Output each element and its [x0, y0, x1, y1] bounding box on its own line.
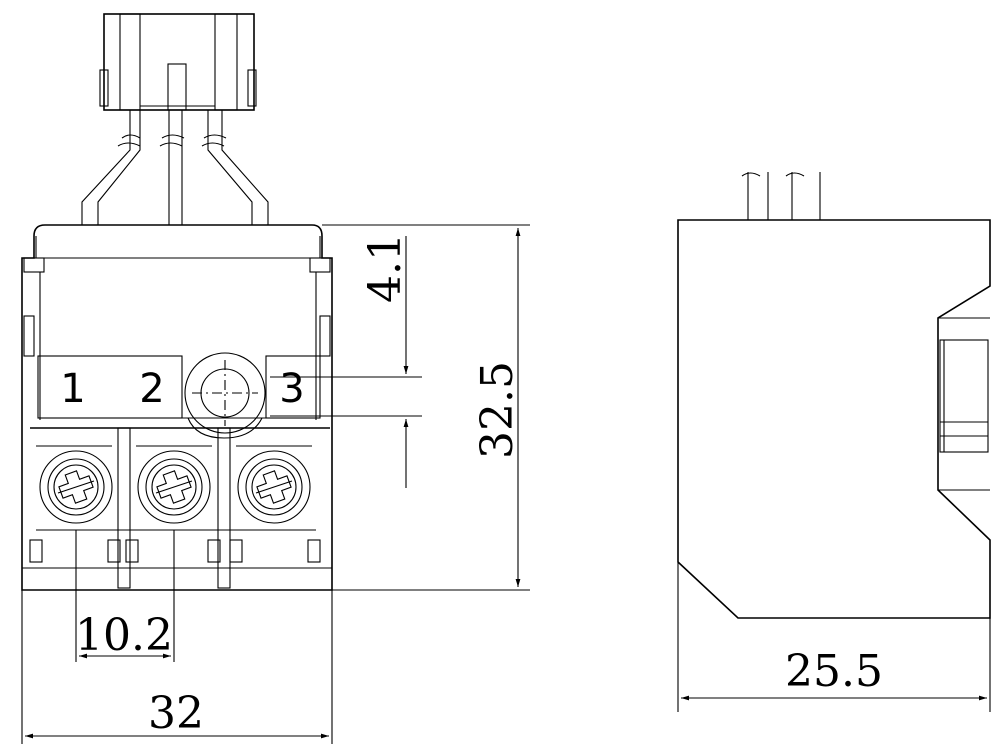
front-dimensions: 32.5 4.1 10.2 32 — [21, 224, 530, 744]
screw-3 — [237, 450, 311, 524]
terminal-label-1: 1 — [60, 366, 85, 412]
dimension-depth-label: 25.5 — [785, 646, 883, 697]
front-view: 1 2 3 — [21, 13, 333, 591]
dimension-height-label: 32.5 — [472, 361, 523, 459]
dimension-offset-label: 4.1 — [360, 233, 411, 303]
wire-leads — [81, 110, 269, 225]
screw-1 — [39, 450, 113, 524]
connector-plug — [99, 13, 257, 111]
side-dimensions: 25.5 — [677, 562, 991, 712]
label-plate: 1 2 3 — [37, 355, 321, 419]
mounting-hole — [184, 352, 266, 439]
side-body-outline — [677, 219, 991, 619]
side-view — [677, 172, 991, 619]
terminal-label-2: 2 — [139, 366, 164, 412]
terminal-label-3: 3 — [279, 366, 304, 412]
side-wire-leads — [741, 172, 821, 220]
screw-2 — [137, 450, 211, 524]
side-clip — [939, 339, 989, 453]
dimension-width-label: 32 — [148, 688, 204, 739]
terminal-bays — [22, 427, 332, 590]
terminal-block-housing — [21, 224, 333, 591]
dimension-pitch-label: 10.2 — [75, 610, 173, 661]
